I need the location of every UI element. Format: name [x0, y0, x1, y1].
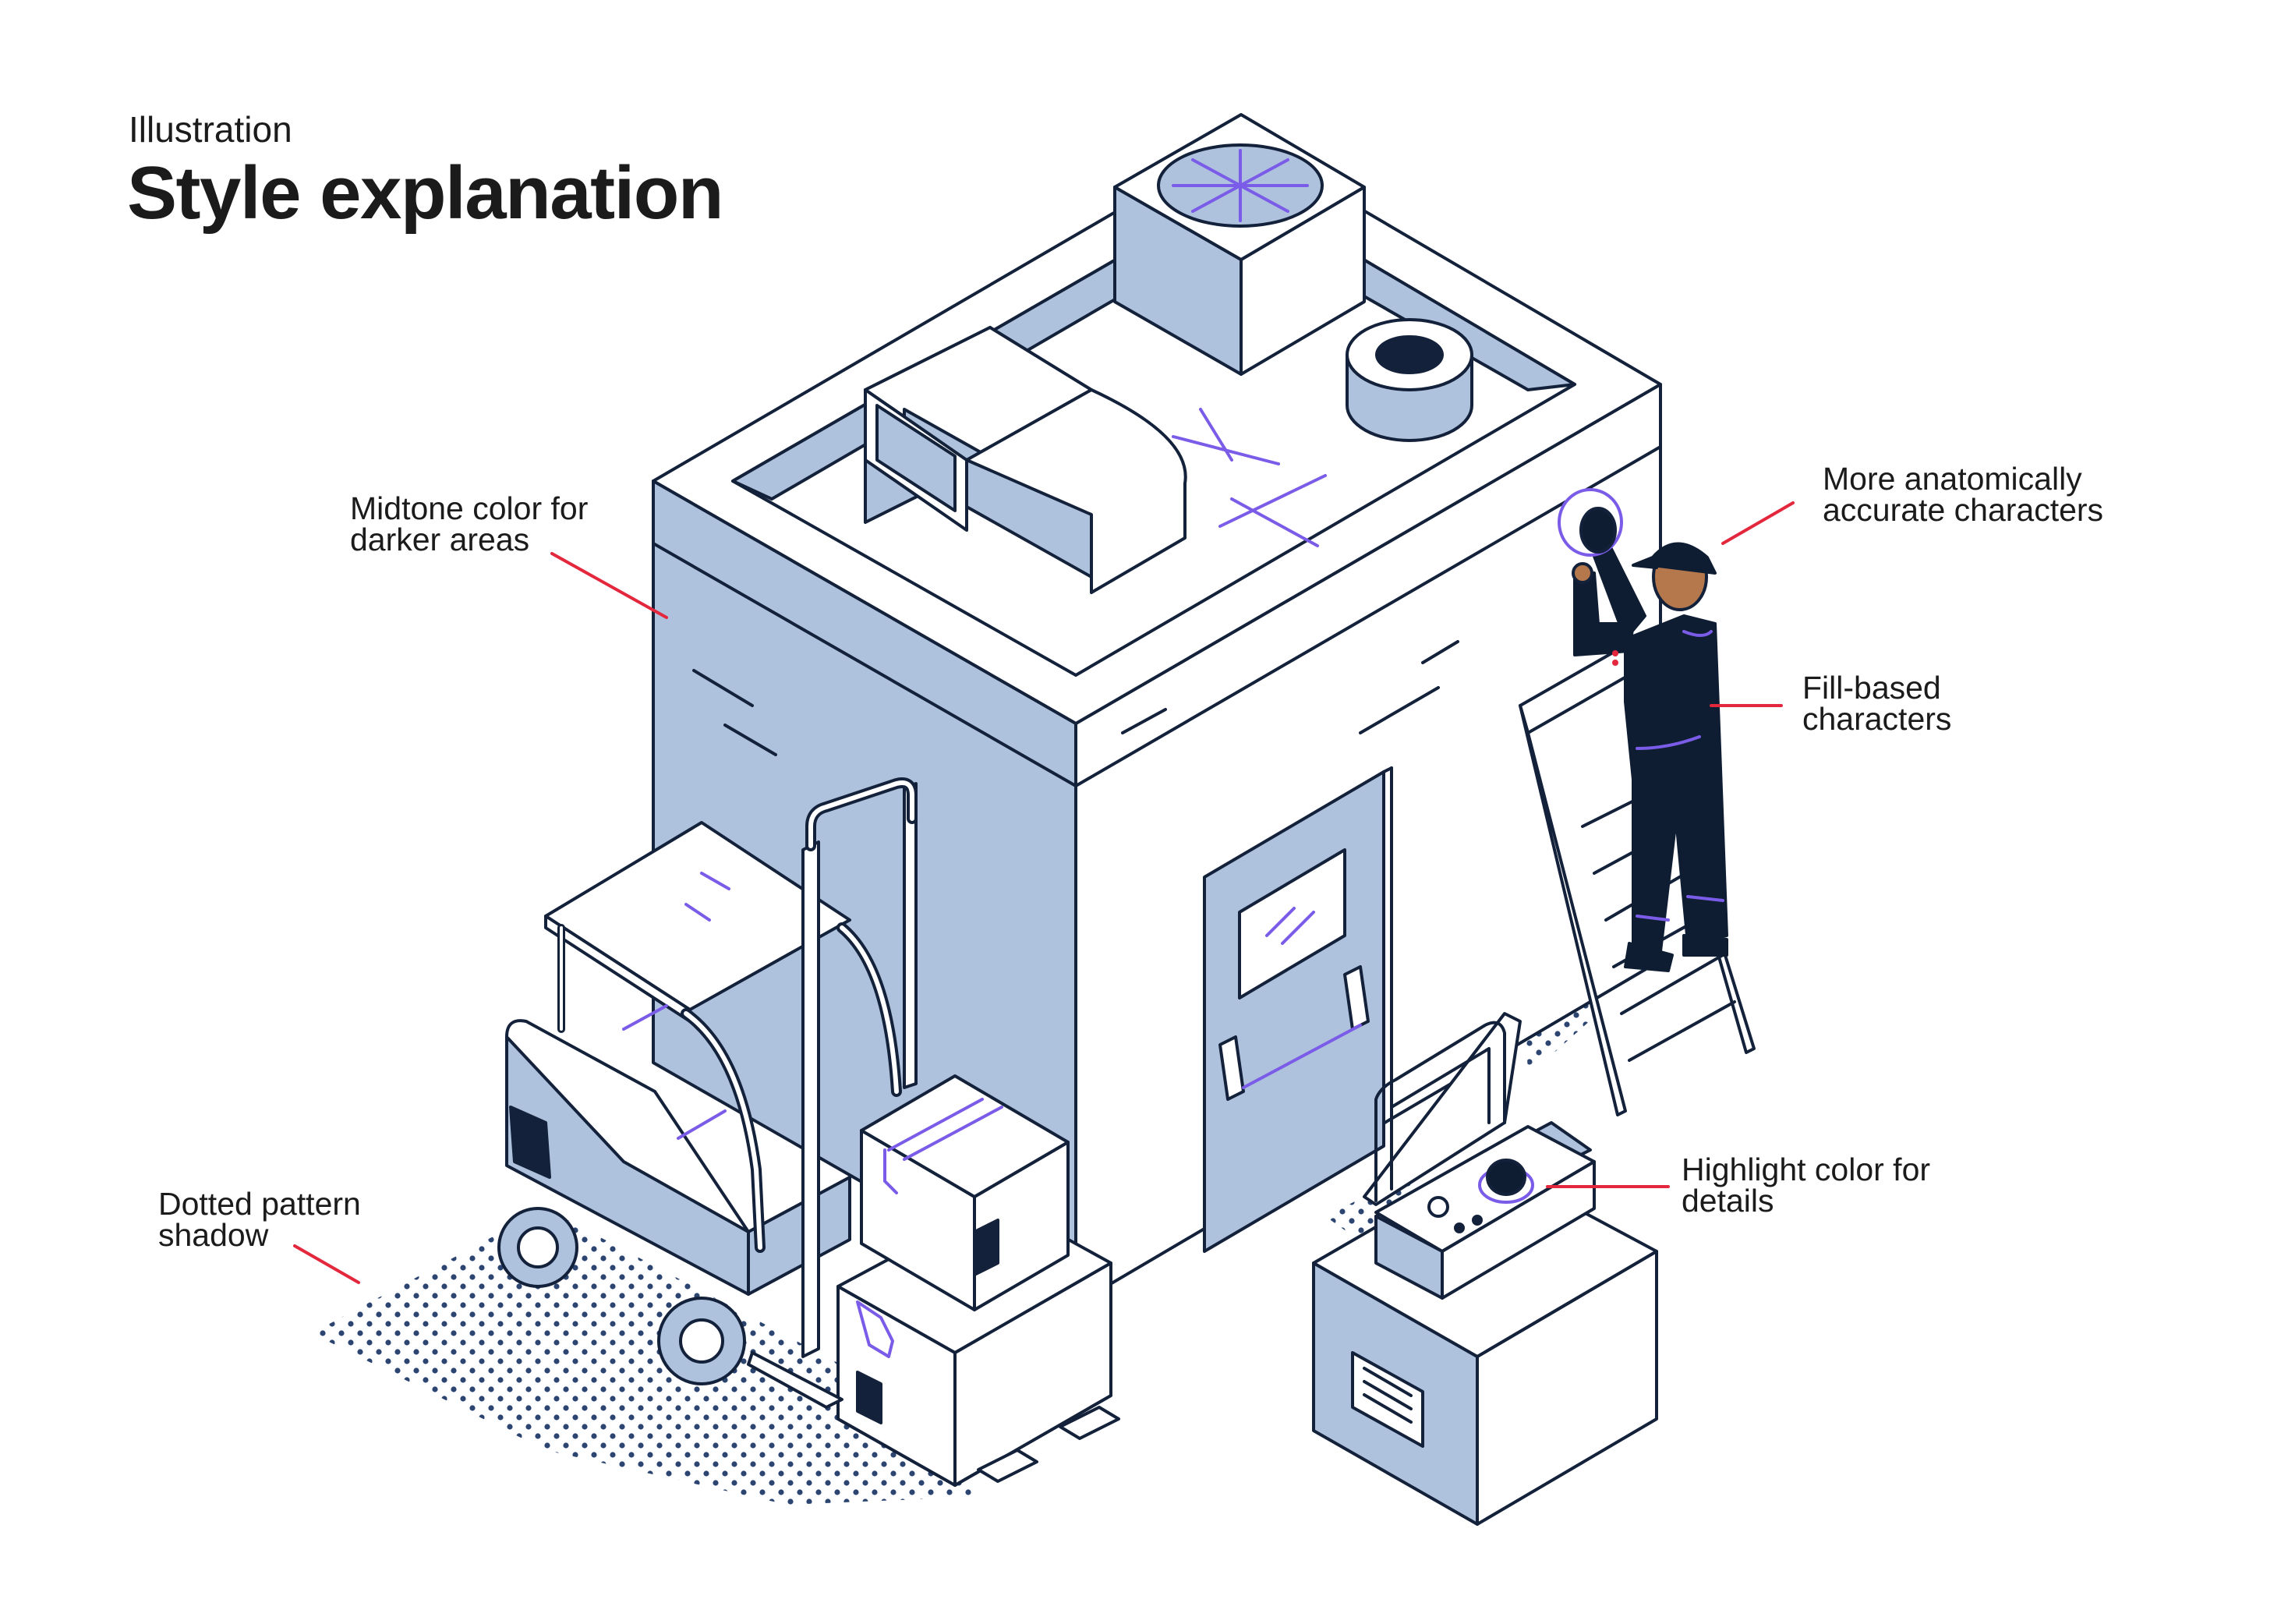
pointer-dotted [293, 1244, 360, 1284]
station-lid [1363, 1012, 1522, 1206]
callout-anatomy-line1: More anatomically [1823, 461, 2082, 497]
callout-pointers [293, 501, 1795, 1284]
callout-anatomy-line2: accurate characters [1823, 492, 2104, 528]
callout-midtone-line1: Midtone color for [350, 490, 589, 526]
callout-midtone: Midtone color for darker areas [350, 490, 589, 557]
page-title: Style explanation [127, 151, 724, 235]
callout-highlight-line1: Highlight color for [1682, 1152, 1931, 1187]
pointer-midtone [550, 552, 668, 619]
control-station [1312, 1012, 1658, 1526]
cardboard-boxes [836, 1074, 1120, 1487]
callout-dotted-line2: shadow [158, 1217, 269, 1253]
callout-dotted-line1: Dotted pattern [158, 1186, 361, 1222]
forklift-dotted-shadow [312, 1208, 974, 1505]
forklift [497, 777, 918, 1409]
building-door [1203, 766, 1393, 1253]
fan-blades [1172, 149, 1309, 222]
roof-vent [1346, 318, 1473, 442]
callout-anatomy: More anatomically accurate characters [1823, 461, 2104, 528]
callout-highlight-line2: details [1682, 1183, 1774, 1219]
callout-highlight: Highlight color for details [1682, 1152, 1931, 1219]
door-push-bar [1218, 1035, 1245, 1101]
callout-dotted: Dotted pattern shadow [158, 1188, 361, 1251]
callout-midtone-line2: darker areas [350, 522, 530, 557]
door-window [1238, 848, 1346, 1000]
roof-duct [864, 326, 1187, 594]
forklift-mast [801, 840, 820, 1358]
station-vent [1351, 1351, 1424, 1448]
roof-highlight-marks [1172, 408, 1327, 547]
roof-fan-unit [1113, 113, 1366, 376]
callout-fill-line1: Fill-based [1802, 670, 1941, 706]
security-camera [1558, 488, 1623, 557]
pointer-anatomy [1721, 501, 1795, 545]
callout-fill: Fill-based characters [1802, 670, 1952, 737]
page-eyebrow: Illustration [129, 109, 292, 150]
callout-fill-line2: characters [1802, 701, 1952, 737]
worker-character [1572, 536, 1728, 972]
